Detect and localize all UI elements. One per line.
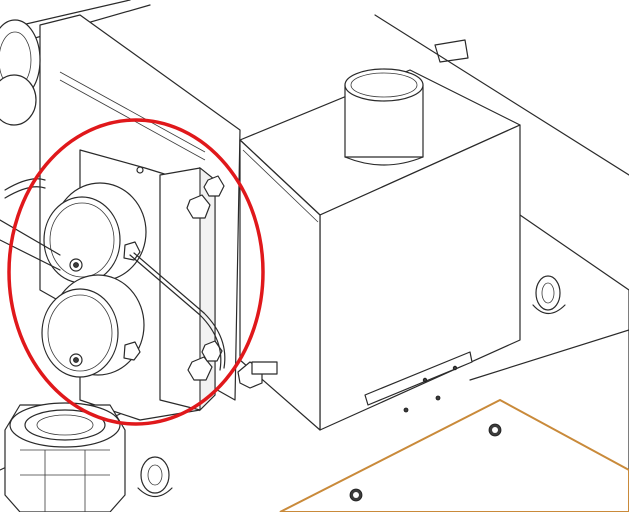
gauge-upper [43, 182, 147, 284]
gauge-lower [41, 274, 145, 378]
top-coupling [0, 19, 41, 126]
pipe-collar [344, 68, 424, 166]
tank-bracket [364, 351, 473, 413]
lifting-eye-bottom [137, 456, 173, 498]
cover-panel [279, 398, 629, 512]
lifting-eye-right [532, 275, 566, 315]
pipe-coupling [4, 402, 126, 512]
pipe-fittings [0, 166, 278, 389]
highlight-ellipse [7, 118, 265, 426]
